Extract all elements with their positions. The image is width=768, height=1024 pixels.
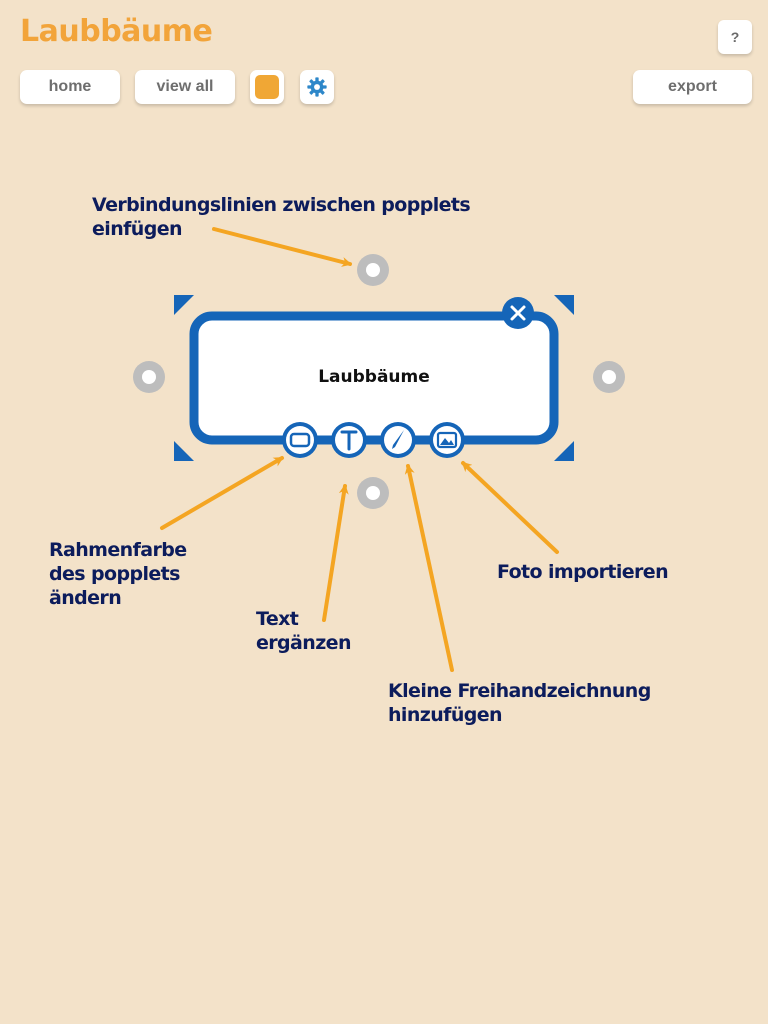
app-title: Laubbäume [20,14,213,49]
annotation-line: ändern [49,587,122,609]
connection-handle-right[interactable] [593,361,625,393]
text-tool-button[interactable] [331,422,367,458]
settings-button[interactable] [300,70,334,104]
text-icon [340,430,358,451]
frame-color-icon [289,432,311,448]
annotation-line: Foto importieren [497,561,669,583]
close-icon [510,305,526,321]
home-button[interactable]: home [20,70,120,104]
photo-icon [436,431,458,449]
arrow-connect [212,227,352,267]
gear-icon [307,77,327,97]
arrow-photo [461,461,559,554]
annotation-line: Rahmenfarbe [49,539,187,561]
connection-handle-left[interactable] [133,361,165,393]
help-button[interactable]: ? [718,20,752,54]
annotation-frame-color: Rahmenfarbe des popplets ändern [49,538,187,610]
annotation-line: ergänzen [256,632,351,654]
annotation-line: hinzufügen [388,704,503,726]
annotation-draw: Kleine Freihandzeichnung hinzufügen [388,679,651,727]
annotation-photo: Foto importieren [497,560,669,584]
frame-color-tool-button[interactable] [282,422,318,458]
export-button[interactable]: export [633,70,752,104]
arrow-text [322,484,349,622]
annotation-line: Kleine Freihandzeichnung [388,680,651,702]
annotation-line: Verbindungslinien zwischen popplets [92,194,471,216]
resize-handle-top-right[interactable] [554,295,574,315]
connection-handle-top[interactable] [357,254,389,286]
annotation-line: des popplets [49,563,180,585]
pencil-icon [392,430,404,449]
close-button[interactable] [502,297,534,329]
popplet-label[interactable]: Laubbäume [318,367,430,387]
photo-tool-button[interactable] [429,422,465,458]
annotation-text: Text ergänzen [256,607,351,655]
draw-tool-button[interactable] [380,422,416,458]
arrow-draw [404,464,454,672]
annotation-connect: Verbindungslinien zwischen popplets einf… [92,193,471,241]
annotation-arrows [160,227,559,672]
color-swatch [255,75,279,99]
resize-handle-bottom-left[interactable] [174,441,194,461]
connection-handle-bottom[interactable] [357,477,389,509]
arrow-frame [160,456,284,530]
resize-handle-bottom-right[interactable] [554,441,574,461]
resize-handle-top-left[interactable] [174,295,194,315]
color-button[interactable] [250,70,284,104]
annotation-line: einfügen [92,218,183,240]
view-all-button[interactable]: view all [135,70,235,104]
annotation-line: Text [256,608,299,630]
